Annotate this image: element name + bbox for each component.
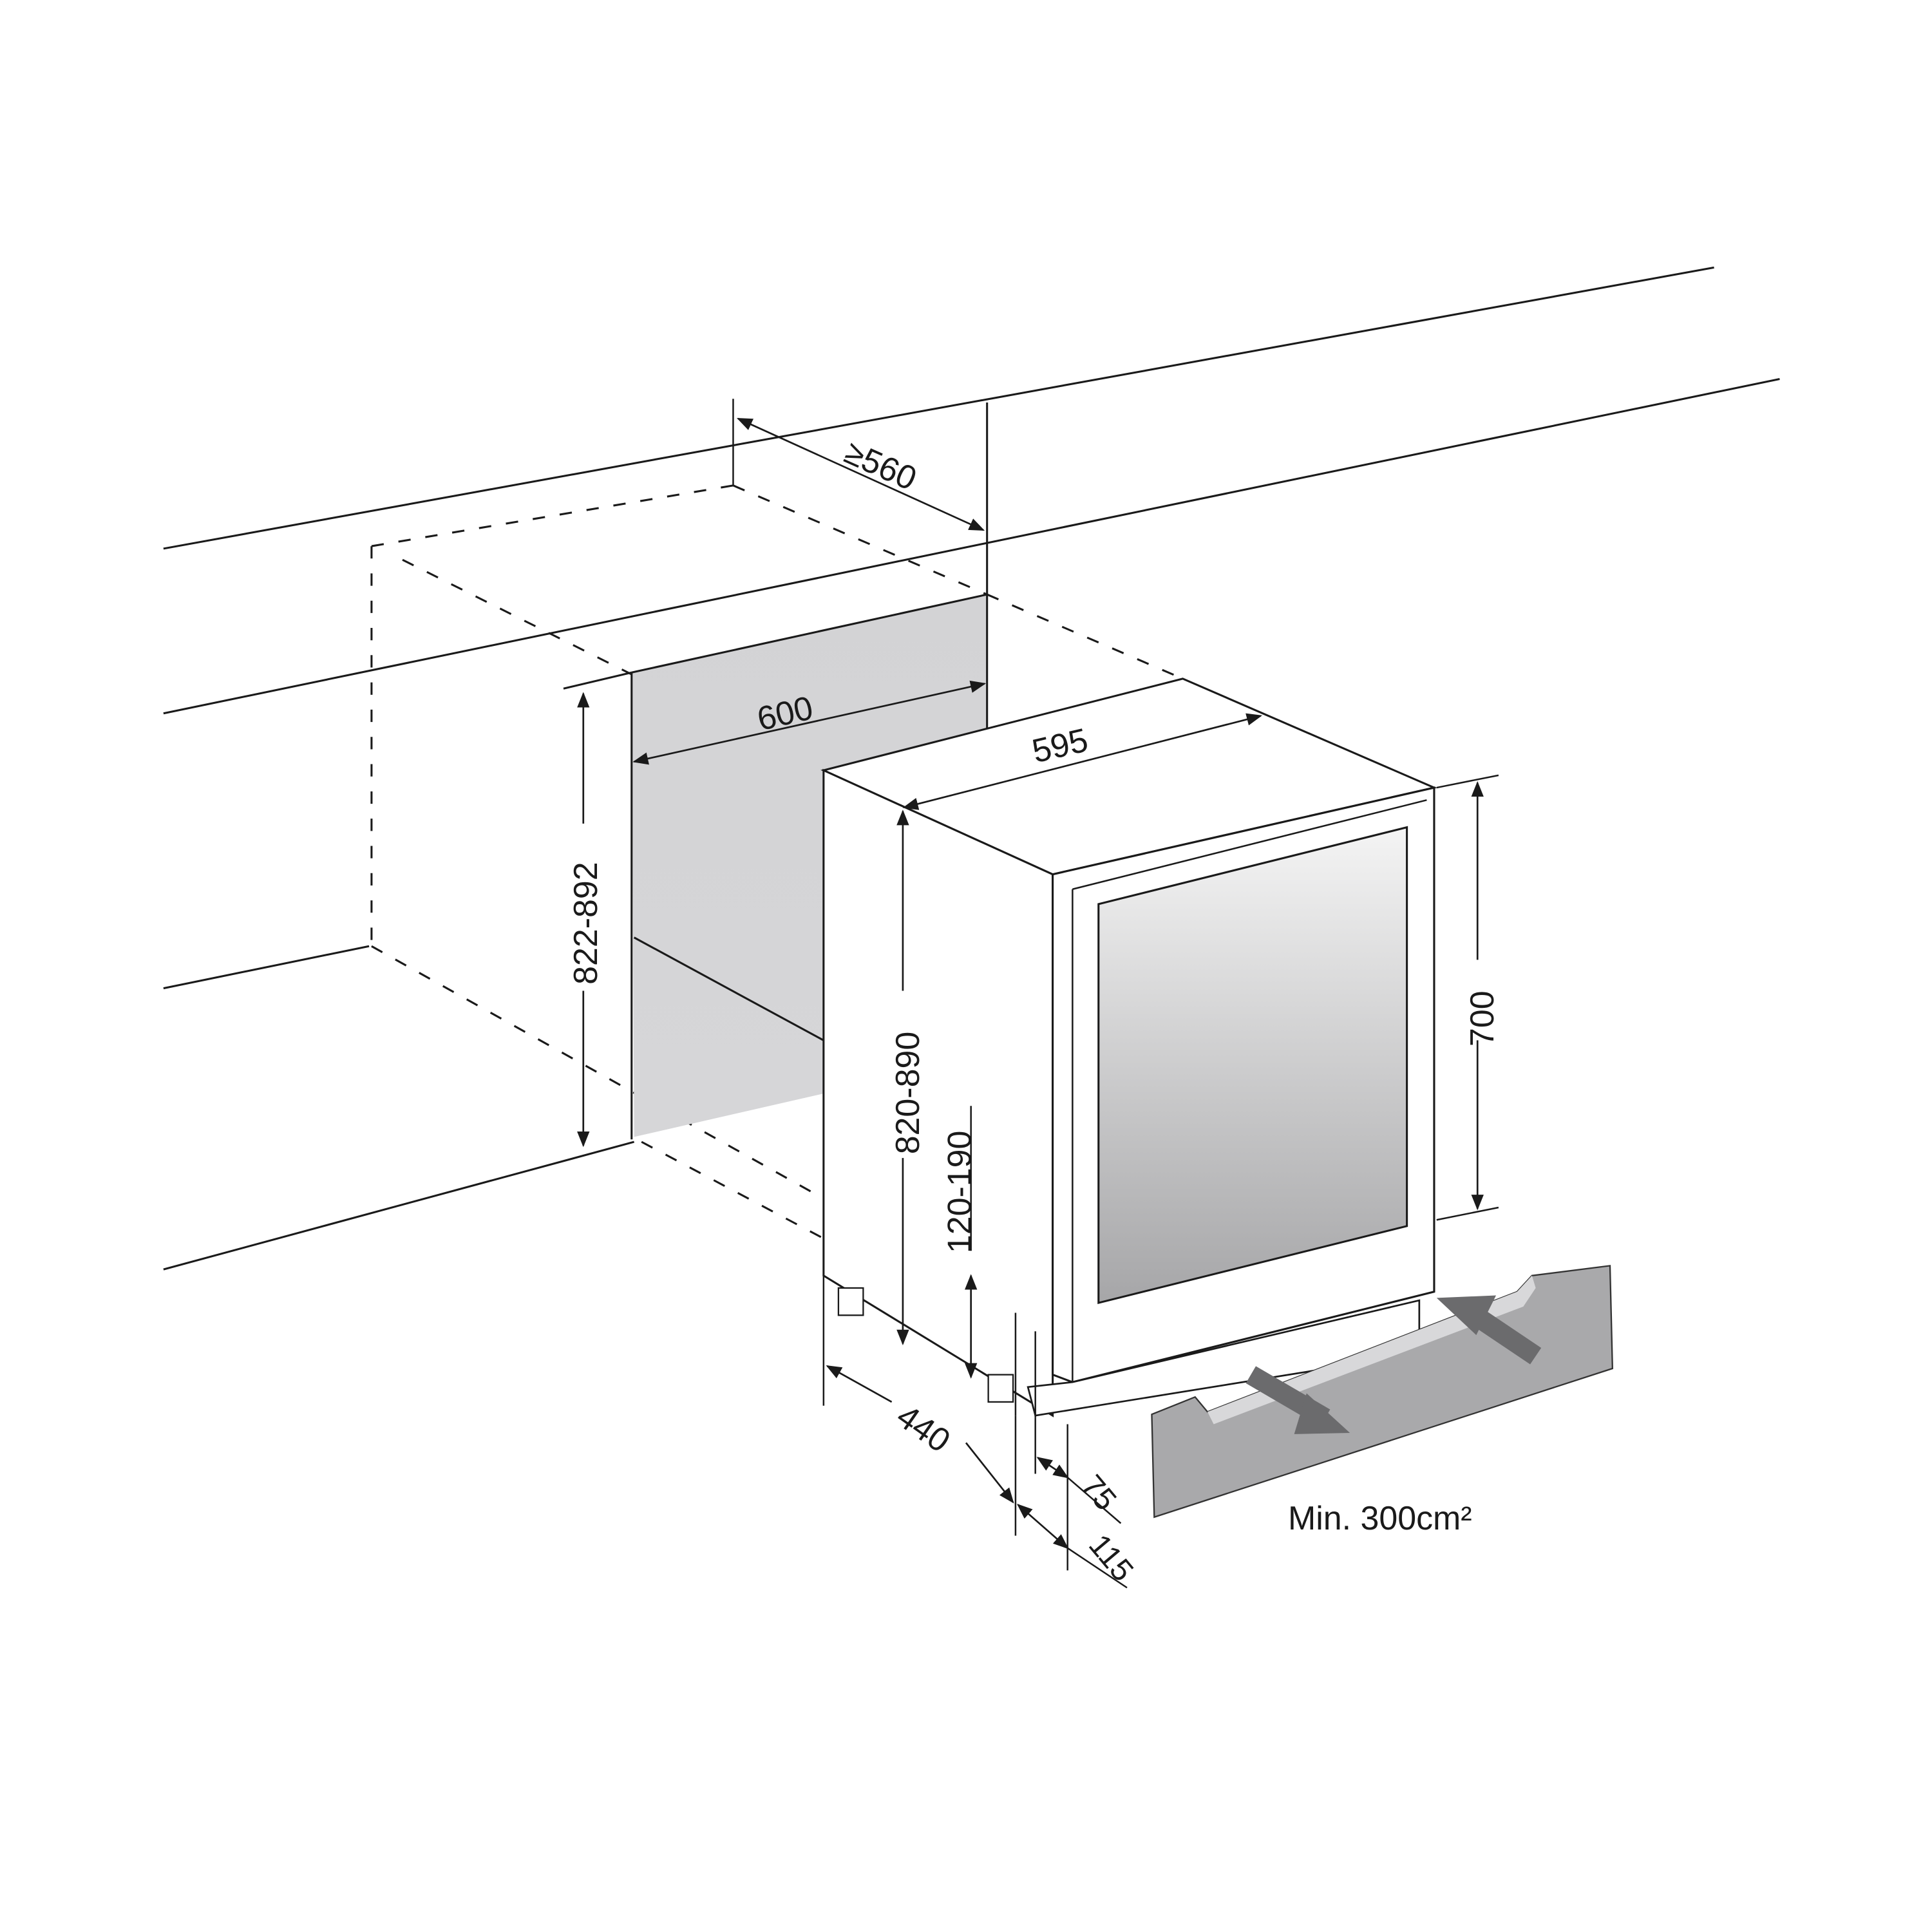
airflow-out-arrow	[1245, 1366, 1350, 1434]
countertop-lines	[163, 266, 1780, 1271]
dim-door-height: 700	[1436, 774, 1501, 1221]
dim-plinth-height: 120-190	[942, 1106, 979, 1379]
label-appliance-height: 820-890	[889, 1032, 927, 1155]
airflow-in-arrow	[1436, 1295, 1542, 1365]
ventilation-grille	[1151, 1265, 1614, 1519]
label-plinth-offset: 115	[1082, 1528, 1141, 1587]
label-door-height: 700	[1464, 990, 1501, 1046]
dim-plinth-offset: 115	[1014, 1416, 1141, 1589]
dim-appliance-height: 820-890	[889, 810, 927, 1345]
dim-niche-height: 822-892	[567, 692, 605, 1148]
label-plinth-height: 120-190	[942, 1131, 979, 1254]
label-niche-depth: ≥560	[839, 433, 922, 498]
label-door-offset: 75	[1074, 1468, 1123, 1517]
dim-appliance-width: 595	[902, 713, 1263, 810]
ventilation-note: Min. 300cm²	[1288, 1500, 1472, 1537]
label-appliance-depth: 440	[890, 1397, 957, 1460]
dim-door-offset: 75	[1034, 1417, 1123, 1524]
appliance-body	[820, 677, 1437, 1418]
label-niche-height: 822-892	[567, 862, 605, 985]
dim-niche-depth: ≥560	[732, 399, 985, 531]
door-glass	[1097, 826, 1408, 1305]
